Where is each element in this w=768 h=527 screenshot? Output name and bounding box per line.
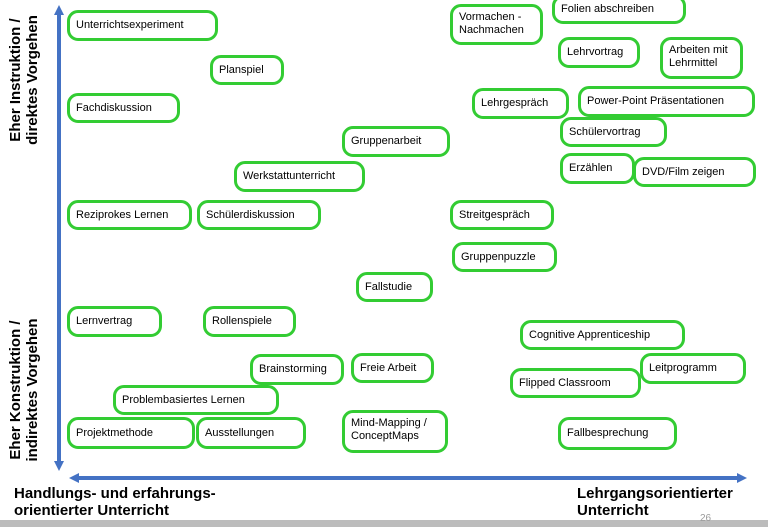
method-box-lehrgespraech: Lehrgespräch <box>472 88 569 119</box>
method-box-lernvertrag: Lernvertrag <box>67 306 162 337</box>
method-box-fachdiskussion: Fachdiskussion <box>67 93 180 123</box>
method-box-rollenspiele: Rollenspiele <box>203 306 296 337</box>
y-axis-bottom-label: Eher Konstruktion / indirektes Vorgehen <box>7 318 41 462</box>
method-box-werkstattunterricht: Werkstattunterricht <box>234 161 365 192</box>
method-box-cognitive-apprenticeship: Cognitive Apprenticeship <box>520 320 685 350</box>
method-box-mind-mapping: Mind-Mapping / ConceptMaps <box>342 410 448 453</box>
method-box-projektmethode: Projektmethode <box>67 417 195 449</box>
x-axis-left-label: Handlungs- und erfahrungs- orientierter … <box>14 485 216 519</box>
method-box-unterrichtsexperiment: Unterrichtsexperiment <box>67 10 218 41</box>
method-box-reziprokes-lernen: Reziprokes Lernen <box>67 200 192 230</box>
method-box-fallbesprechung: Fallbesprechung <box>558 417 677 450</box>
method-box-arbeiten-mit-lehrmittel: Arbeiten mit Lehrmittel <box>660 37 743 79</box>
method-box-planspiel: Planspiel <box>210 55 284 85</box>
method-box-dvd-film-zeigen: DVD/Film zeigen <box>633 157 756 187</box>
method-box-freie-arbeit: Freie Arbeit <box>351 353 434 383</box>
method-box-vormachen-nachmachen: Vormachen - Nachmachen <box>450 4 543 45</box>
method-box-gruppenpuzzle: Gruppenpuzzle <box>452 242 557 272</box>
method-box-erzaehlen: Erzählen <box>560 153 635 184</box>
method-box-flipped-classroom: Flipped Classroom <box>510 368 641 398</box>
method-box-schuelerdiskussion: Schülerdiskussion <box>197 200 321 230</box>
method-box-leitprogramm: Leitprogramm <box>640 353 746 384</box>
method-box-lehrvortrag: Lehrvortrag <box>558 37 640 68</box>
method-box-ausstellungen: Ausstellungen <box>196 417 306 449</box>
footer-bar <box>0 520 768 527</box>
method-box-schuelervortrag: Schülervortrag <box>560 117 667 147</box>
method-box-folien-abschreiben: Folien abschreiben <box>552 0 686 24</box>
method-box-gruppenarbeit: Gruppenarbeit <box>342 126 450 157</box>
x-axis-right-label: Lehrgangsorientierter Unterricht <box>577 485 733 519</box>
y-axis-top-label: Eher Instruktion / direktes Vorgehen <box>7 15 41 145</box>
page-number: 26 <box>700 513 712 524</box>
method-box-problembasiertes-lernen: Problembasiertes Lernen <box>113 385 279 415</box>
method-box-streitgespraech: Streitgespräch <box>450 200 554 230</box>
method-box-powerpoint-praesentationen: Power-Point Präsentationen <box>578 86 755 117</box>
method-box-fallstudie: Fallstudie <box>356 272 433 302</box>
method-box-brainstorming: Brainstorming <box>250 354 344 385</box>
